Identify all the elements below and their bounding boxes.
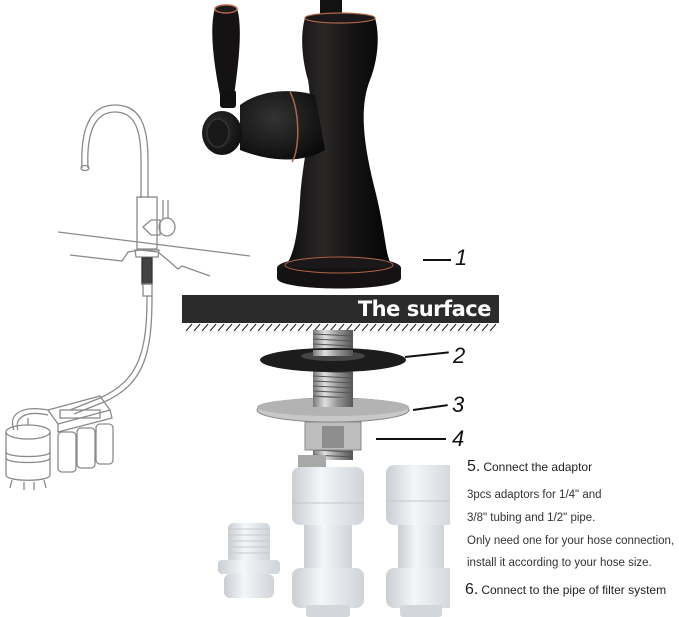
callout-number-2: 2 xyxy=(453,343,466,368)
note-line-3: Only need one for your hose connection, xyxy=(467,535,675,547)
callout-line-1 xyxy=(423,259,451,261)
callout-number-4: 4 xyxy=(452,426,465,451)
note-line-4: install it according to your hose size. xyxy=(467,557,652,569)
step-6-title: 6.Connect to the pipe of filter system xyxy=(465,581,666,599)
note-line-2: 3/8" tubing and 1/2" pipe. xyxy=(467,512,596,524)
mounting-hardware xyxy=(250,330,420,460)
adaptors-photo xyxy=(210,455,450,617)
step-5-number: 5. xyxy=(467,458,481,475)
callout-number-3: 3 xyxy=(452,392,465,417)
surface-bar: The surface xyxy=(182,295,499,323)
step-6-text: Connect to the pipe of filter system xyxy=(481,583,667,597)
step-5-text: Connect the adaptor xyxy=(483,460,593,474)
callout-number-1: 1 xyxy=(455,245,468,270)
ro-system-sketch xyxy=(0,80,250,500)
step-5-title: 5.Connect the adaptor xyxy=(467,458,592,476)
note-line-1: 3pcs adaptors for 1/4" and xyxy=(467,489,602,501)
surface-hatching xyxy=(185,323,497,332)
surface-label: The surface xyxy=(357,297,492,321)
step-6-number: 6. xyxy=(465,581,479,598)
callout-line-4 xyxy=(376,438,446,440)
faucet-photo xyxy=(180,0,420,300)
